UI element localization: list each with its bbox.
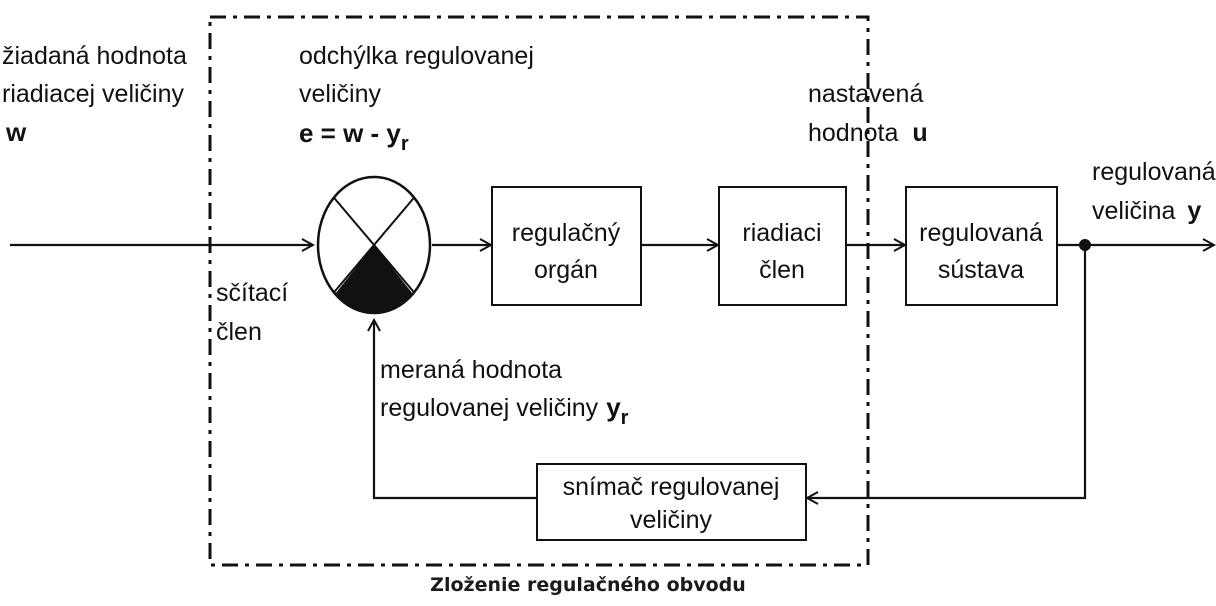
regulating-organ-line2: orgán xyxy=(534,256,598,284)
figure-caption: Zloženie regulačného obvodu xyxy=(430,574,746,596)
summing-junction xyxy=(316,175,432,315)
block-sensor: snímač regulovanej veličiny xyxy=(536,463,807,541)
controller-boundary xyxy=(208,15,870,567)
feedback-line-to-sensor xyxy=(807,245,1087,498)
summer-line1: sčítací xyxy=(216,279,288,307)
plant-line2: sústava xyxy=(938,256,1024,284)
control-member-line1: riadiaci xyxy=(742,219,821,247)
desired-value-line1: žiadaná hodnota xyxy=(2,42,187,70)
measured-line1: meraná hodnota xyxy=(380,356,562,384)
output-line1: regulovaná xyxy=(1092,158,1216,186)
desired-value-symbol: w xyxy=(5,117,27,147)
plant-line1: regulovaná xyxy=(919,219,1043,247)
setpoint-line1: nastavená xyxy=(808,80,923,108)
block-plant: regulovaná sústava xyxy=(905,186,1058,306)
deviation-equation: e = w - yr xyxy=(299,118,409,155)
control-member-line2: člen xyxy=(759,256,805,284)
sensor-line2: veličiny xyxy=(630,506,712,534)
block-control-member: riadiaci člen xyxy=(718,186,847,306)
summer-line2: člen xyxy=(216,318,262,346)
block-regulating-organ: regulačný orgán xyxy=(491,186,642,306)
deviation-line1: odchýlka regulovanej xyxy=(299,42,534,70)
desired-value-line2: riadiacej veličiny xyxy=(2,80,185,108)
sensor-line1: snímač regulovanej xyxy=(563,473,780,501)
feedback-line-to-summer xyxy=(374,320,536,500)
regulating-organ-line1: regulačný xyxy=(512,219,621,247)
deviation-line2: veličiny xyxy=(299,80,381,108)
